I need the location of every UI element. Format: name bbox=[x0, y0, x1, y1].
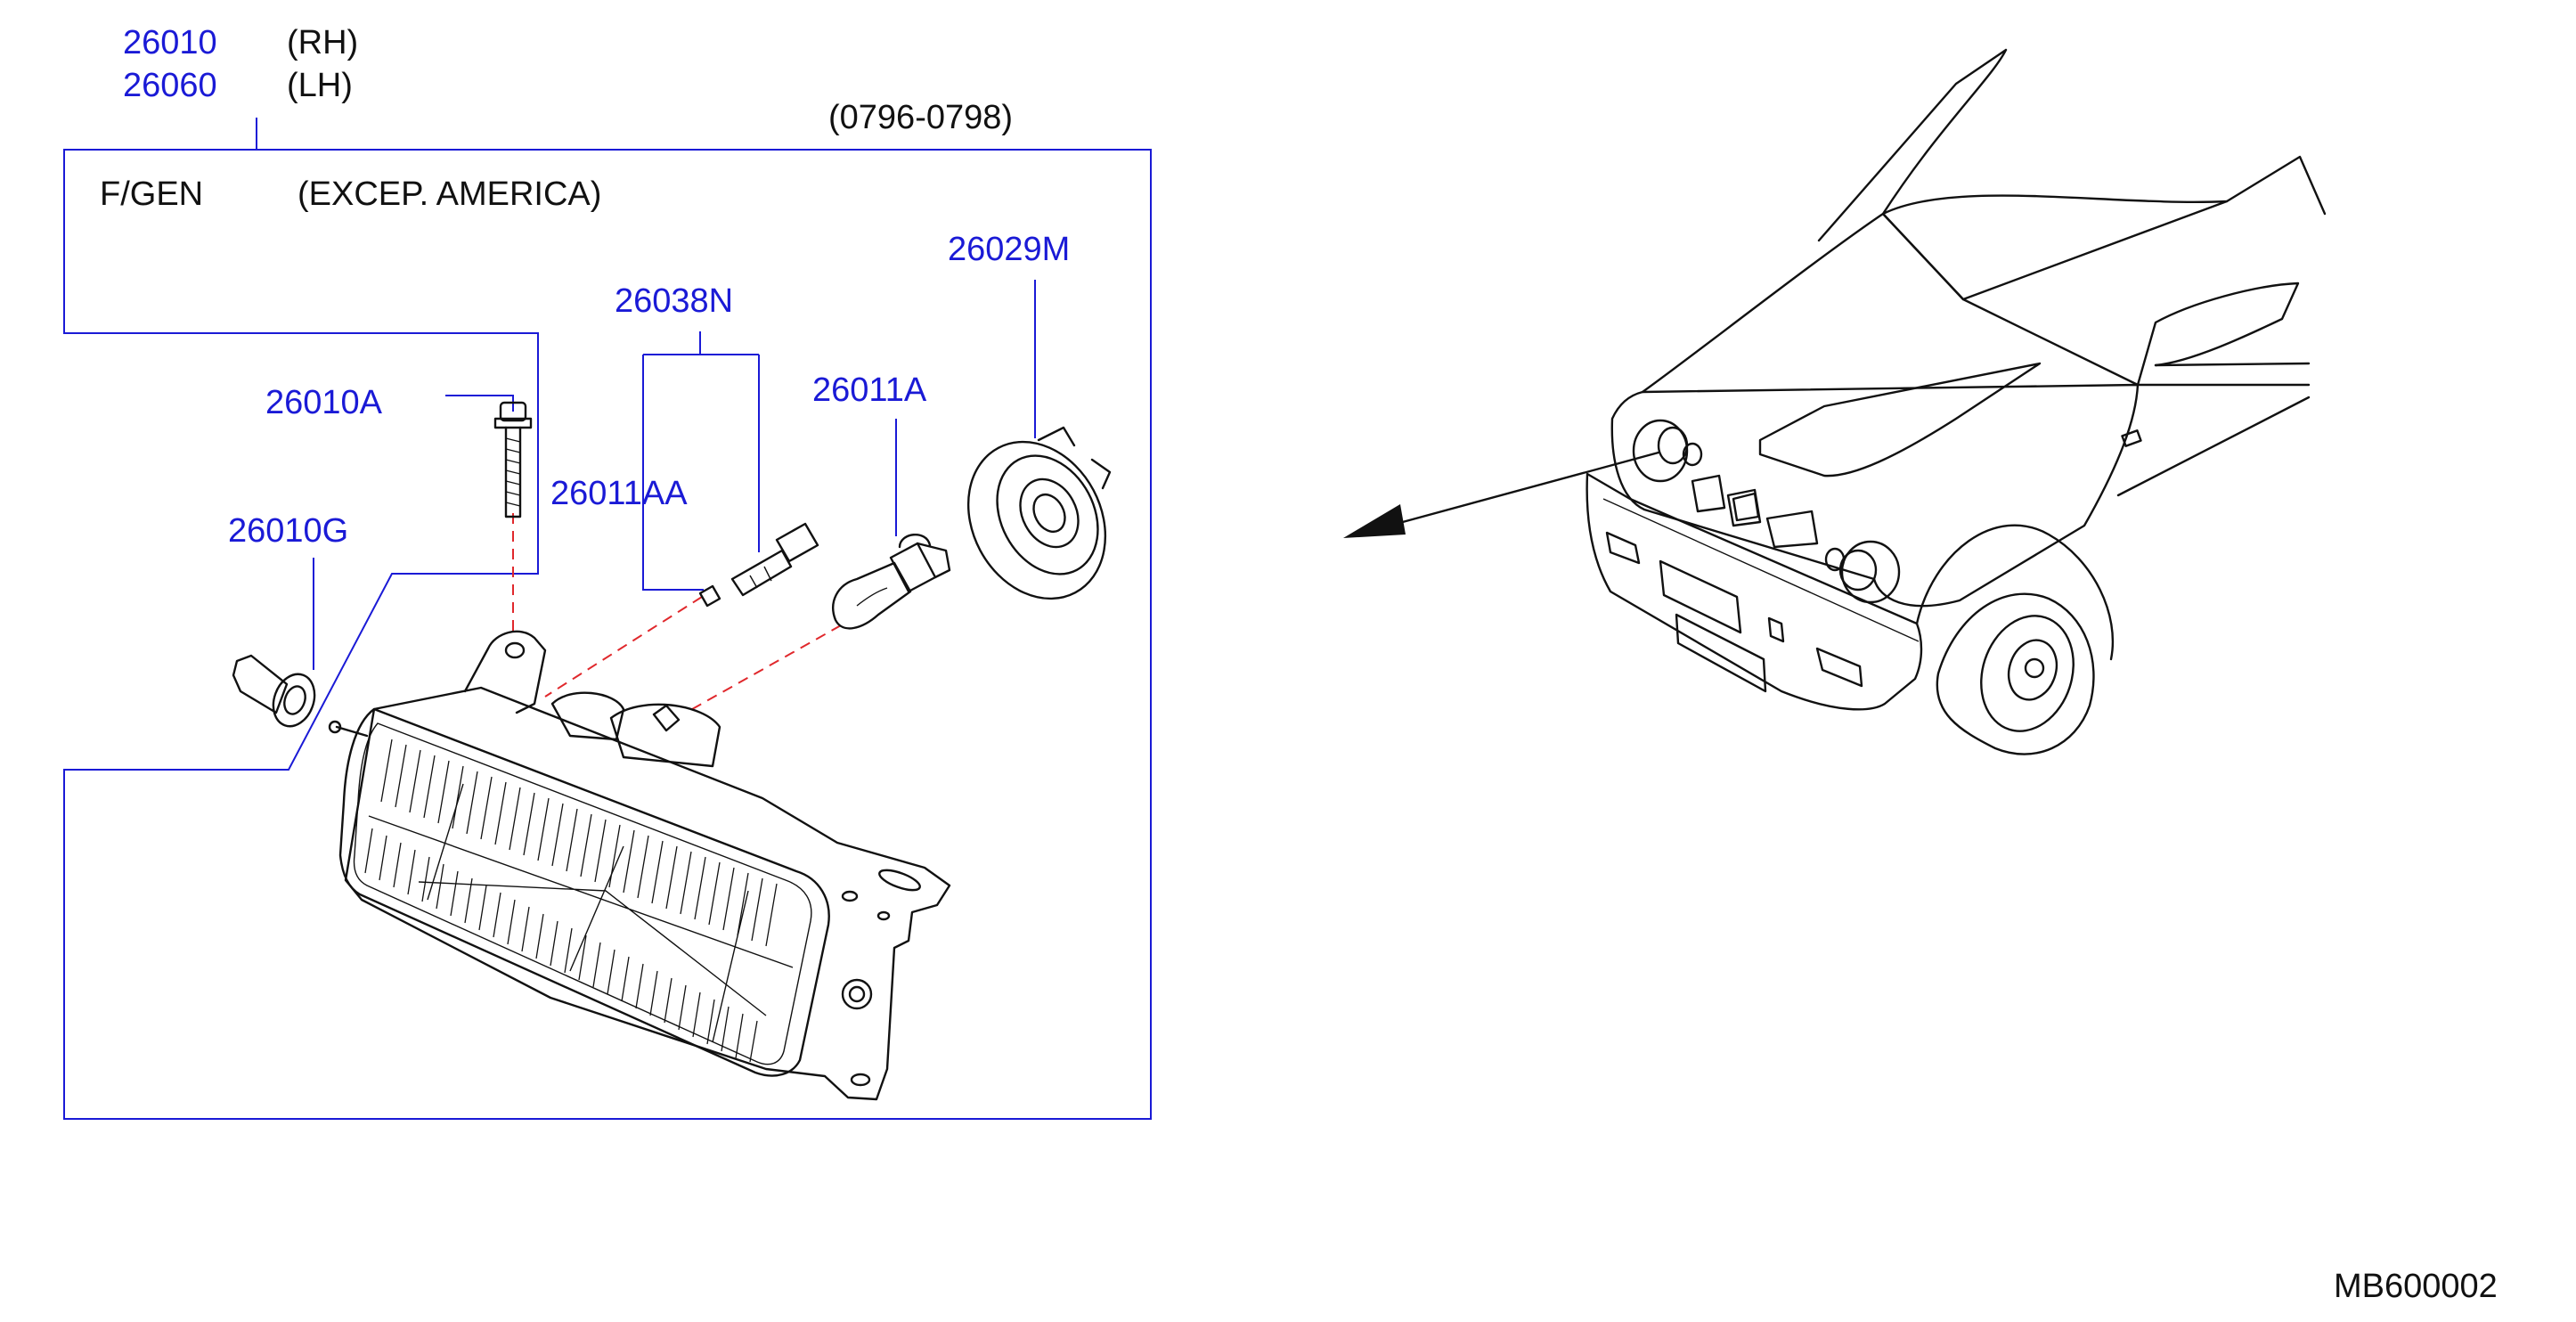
leader-26010a bbox=[445, 395, 514, 412]
assembly-line-bulb bbox=[685, 624, 842, 714]
cap-26029m[interactable] bbox=[942, 418, 1132, 623]
part-number-26011aa[interactable]: 26011AA bbox=[550, 475, 688, 512]
fog-lamp-housing[interactable] bbox=[328, 630, 951, 1101]
bulb-26011a[interactable] bbox=[832, 533, 951, 630]
leader-26038n bbox=[642, 331, 760, 591]
socket-26038n[interactable] bbox=[698, 522, 819, 608]
part-number-26010a[interactable]: 26010A bbox=[265, 384, 383, 421]
lens-pattern bbox=[364, 739, 794, 1063]
spec-label: F/GEN bbox=[100, 175, 203, 213]
diagram-code: MB600002 bbox=[2334, 1268, 2498, 1305]
region-label: (EXCEP. AMERICA) bbox=[298, 175, 601, 213]
callout-frame bbox=[63, 118, 1152, 1120]
vehicle-front-view bbox=[1343, 48, 2327, 755]
side-lh-label: (LH) bbox=[287, 67, 353, 104]
side-rh-label: (RH) bbox=[287, 24, 358, 61]
part-number-26038n[interactable]: 26038N bbox=[615, 282, 733, 320]
part-number-lh[interactable]: 26060 bbox=[123, 67, 217, 104]
grommet-26010g[interactable] bbox=[232, 654, 322, 732]
part-number-rh[interactable]: 26010 bbox=[123, 24, 217, 61]
assembly-line-socket bbox=[544, 596, 703, 698]
date-range-label: (0796-0798) bbox=[828, 99, 1013, 136]
bolt-26010a[interactable] bbox=[493, 401, 533, 518]
part-number-26010g[interactable]: 26010G bbox=[228, 512, 348, 550]
part-number-26029m[interactable]: 26029M bbox=[948, 231, 1070, 268]
part-number-26011a[interactable]: 26011A bbox=[812, 371, 927, 409]
